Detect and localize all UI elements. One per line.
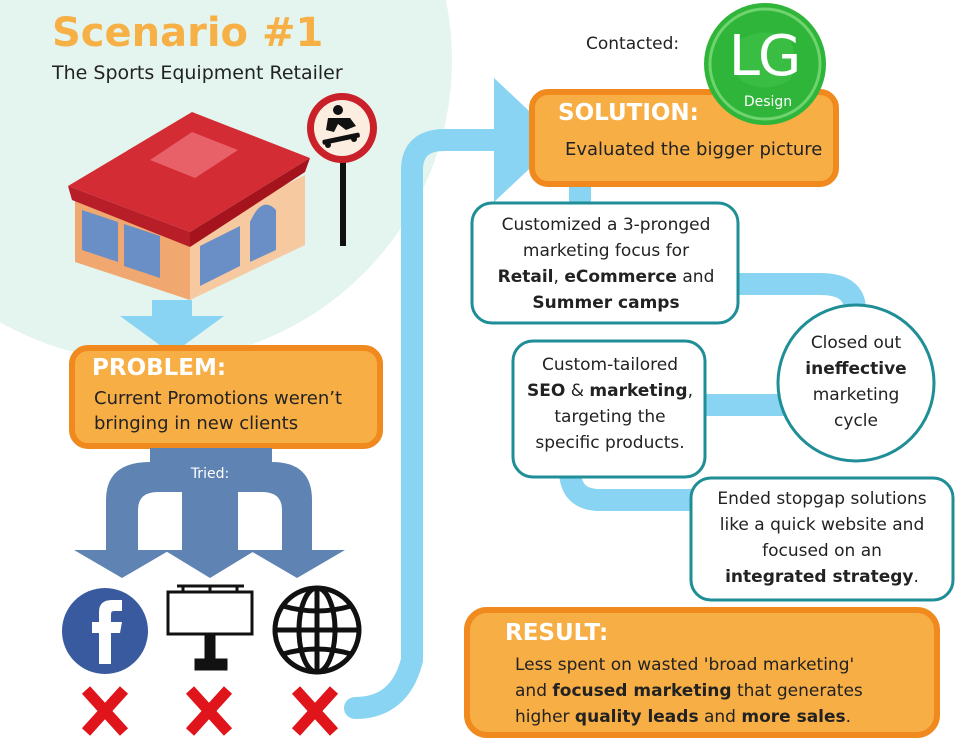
summer-camps-label: Summer camps [532, 293, 680, 313]
problem-line-1: Current Promotions weren’t [94, 388, 343, 409]
globe-icon [272, 585, 362, 675]
step-customized-card [470, 201, 740, 325]
connector-arrowhead [494, 78, 560, 202]
period: . [845, 707, 852, 727]
result-line-3: higher quality leads and more sales. [515, 704, 925, 730]
x-mark-web [291, 686, 339, 736]
step-customized-line-2: marketing focus for [522, 241, 690, 261]
separator: and [676, 267, 715, 287]
step-seo-line-3: targeting the [554, 407, 666, 427]
seo-label: SEO [527, 381, 566, 401]
ineffective-label: ineffective [805, 359, 907, 379]
solution-text: Evaluated the bigger picture [565, 139, 823, 160]
page-title: Scenario #1 [52, 10, 324, 56]
result-box [464, 607, 940, 738]
separator: , [687, 381, 693, 401]
problem-text: Current Promotions weren’t bringing in n… [94, 386, 374, 436]
separator: & [565, 381, 590, 401]
more-sales-label: more sales [741, 707, 846, 727]
step-closed-circle [776, 303, 936, 463]
result-line-2-post: that generates [731, 681, 863, 701]
step-ended-card [689, 476, 955, 602]
problem-heading: PROBLEM: [92, 355, 227, 381]
contacted-label: Contacted: [586, 34, 680, 54]
step-seo-text: Custom-tailored SEO & marketing, targeti… [515, 352, 705, 456]
result-line-2: and focused marketing that generates [515, 678, 925, 704]
step-ended-line-2: like a quick website and [719, 515, 925, 535]
step-closed-line-3: marketing [812, 385, 900, 405]
step-ended-line-4: integrated strategy. [693, 564, 951, 590]
x-mark-facebook [81, 686, 129, 736]
result-heading: RESULT: [505, 620, 609, 646]
solution-heading: SOLUTION: [558, 100, 699, 126]
step-closed-line-4: cycle [834, 411, 878, 431]
integrated-strategy-label: integrated strategy [725, 567, 914, 587]
logo-text: LG [728, 24, 802, 89]
step-customized-text: Customized a 3-pronged marketing focus f… [476, 212, 736, 316]
step-customized-line-1: Customized a 3-pronged [501, 215, 711, 235]
skateboard-sign-icon [307, 93, 377, 246]
separator: , [553, 267, 565, 287]
page-subtitle: The Sports Equipment Retailer [52, 62, 343, 84]
result-line-3-mid: and [698, 707, 742, 727]
billboard-icon [166, 584, 254, 671]
store-icon [68, 112, 310, 300]
arrow-store-to-problem [120, 300, 224, 354]
step-ended-line-1: Ended stopgap solutions [717, 489, 927, 509]
period: . [913, 567, 919, 587]
step-seo-line-1: Custom-tailored [541, 355, 679, 375]
result-line-2-pre: and [515, 681, 553, 701]
result-line-3-pre: higher [515, 707, 575, 727]
result-text: Less spent on wasted 'broad marketing' a… [515, 652, 925, 730]
ecommerce-label: eCommerce [564, 267, 677, 287]
step-closed-text: Closed out ineffective marketing cycle [786, 330, 926, 434]
problem-box [69, 345, 383, 449]
retail-label: Retail [497, 267, 554, 287]
quality-leads-label: quality leads [574, 707, 699, 727]
step-customized-line-4: Summer camps [476, 290, 736, 316]
tried-split-arrows [74, 448, 345, 578]
tried-label: Tried: [190, 466, 230, 482]
step-customized-line-3: Retail, eCommerce and [476, 264, 736, 290]
step-seo-line-2: SEO & marketing, [515, 378, 705, 404]
lg-design-logo [704, 3, 826, 125]
facebook-icon [62, 588, 148, 674]
result-line-1: Less spent on wasted 'broad marketing' [515, 655, 855, 675]
step-seo-line-4: specific products. [535, 433, 685, 453]
step-closed-line-2: ineffective [786, 356, 926, 382]
focused-marketing-label: focused marketing [552, 681, 732, 701]
x-mark-billboard [185, 686, 233, 736]
connector-path [344, 129, 531, 719]
step-closed-line-1: Closed out [810, 333, 902, 353]
marketing-label: marketing [589, 381, 688, 401]
logo-subtext: Design [743, 94, 793, 110]
step-seo-card [511, 339, 707, 479]
problem-line-2: bringing in new clients [94, 413, 299, 434]
step-ended-text: Ended stopgap solutions like a quick web… [693, 486, 951, 590]
step-ended-line-3: focused on an [762, 541, 882, 561]
